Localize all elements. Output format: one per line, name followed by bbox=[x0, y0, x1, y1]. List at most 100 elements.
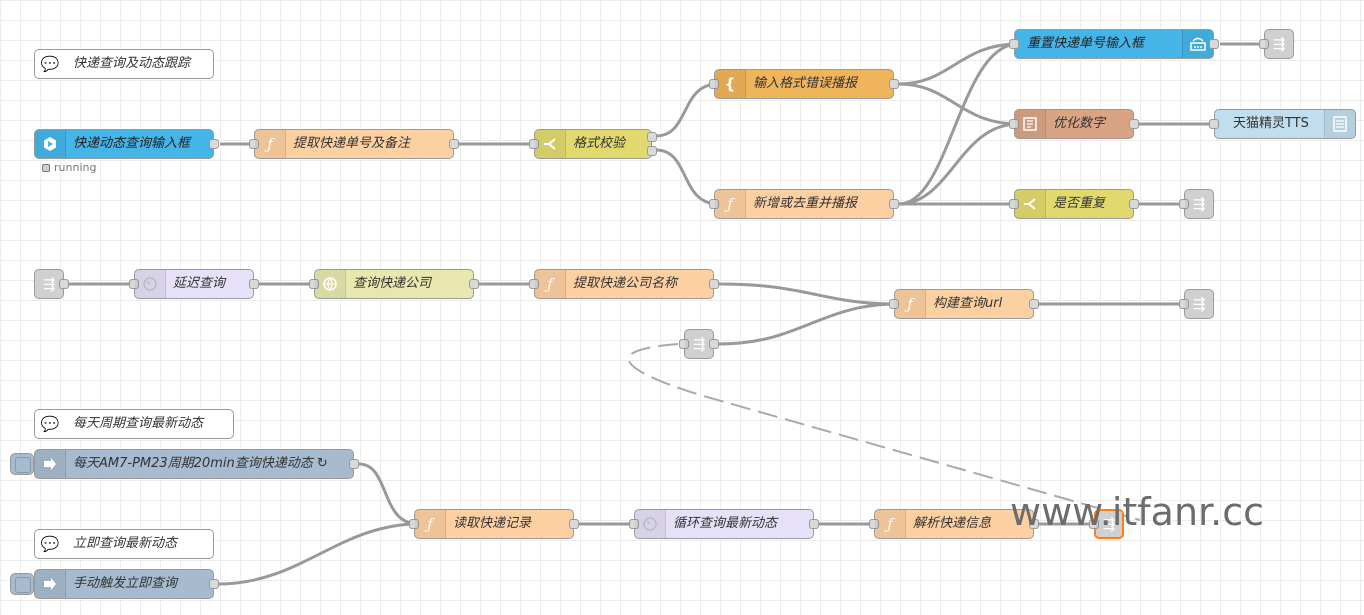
input-port[interactable] bbox=[1009, 199, 1019, 209]
wire bbox=[898, 82, 1019, 126]
link-out-node[interactable]: ⇶ bbox=[1179, 189, 1214, 219]
node-label: 新增或去重并播报 bbox=[753, 196, 858, 211]
output-port[interactable] bbox=[59, 279, 69, 289]
input-port[interactable] bbox=[1179, 199, 1189, 209]
switch-node[interactable]: 格式校验 bbox=[529, 129, 657, 159]
input-port[interactable] bbox=[529, 279, 539, 289]
output-port[interactable] bbox=[647, 132, 657, 142]
function-node[interactable]: ƒ 提取快递单号及备注 bbox=[249, 129, 459, 159]
comment-node[interactable]: 💬 每天周期查询最新动态 bbox=[34, 409, 234, 439]
output-port[interactable] bbox=[809, 519, 819, 529]
output-port[interactable] bbox=[889, 199, 899, 209]
output-port[interactable] bbox=[1029, 519, 1039, 529]
wire bbox=[898, 42, 1019, 206]
watermark-text: www.itfanr.cc bbox=[1010, 490, 1265, 534]
input-port[interactable] bbox=[409, 519, 419, 529]
template-icon bbox=[1015, 110, 1046, 138]
function-node[interactable]: ƒ 提取快递公司名称 bbox=[529, 269, 719, 299]
http-icon bbox=[315, 270, 346, 298]
link-out-node[interactable]: ⇶ bbox=[1179, 289, 1214, 319]
delay-node[interactable]: 循环查询最新动态 bbox=[629, 509, 819, 539]
input-port[interactable] bbox=[129, 279, 139, 289]
function-node[interactable]: ƒ 构建查询url bbox=[889, 289, 1039, 319]
comment-icon: 💬 bbox=[40, 55, 60, 73]
output-port[interactable] bbox=[469, 279, 479, 289]
inject-trigger-button[interactable] bbox=[10, 453, 34, 475]
input-port[interactable] bbox=[869, 519, 879, 529]
timer-icon bbox=[135, 270, 166, 298]
output-port[interactable] bbox=[349, 459, 359, 469]
inject-node[interactable]: 每天AM7-PM23周期20min查询快递动态 ↻ bbox=[34, 449, 359, 479]
output-port[interactable] bbox=[249, 279, 259, 289]
tts-node[interactable]: 天猫精灵TTS bbox=[1209, 109, 1356, 139]
node-label: 是否重复 bbox=[1053, 196, 1106, 211]
output-port[interactable] bbox=[709, 339, 719, 349]
function-node[interactable]: ƒ 新增或去重并播报 bbox=[709, 189, 899, 219]
link-arrow-icon: ⇶ bbox=[1265, 30, 1293, 58]
output-port[interactable] bbox=[1129, 199, 1139, 209]
http-request-node[interactable]: 查询快递公司 bbox=[309, 269, 479, 299]
input-port[interactable] bbox=[1209, 119, 1219, 129]
input-port[interactable] bbox=[1009, 39, 1019, 49]
node-label: 查询快递公司 bbox=[353, 276, 432, 291]
output-port[interactable] bbox=[209, 579, 219, 589]
delay-node[interactable]: 延迟查询 bbox=[129, 269, 259, 299]
tts-icon bbox=[1324, 110, 1355, 138]
comment-node[interactable]: 💬 快递查询及动态跟踪 bbox=[34, 49, 214, 79]
input-port[interactable] bbox=[309, 279, 319, 289]
link-in-node[interactable]: ⇶ bbox=[34, 269, 69, 299]
output-port[interactable] bbox=[709, 279, 719, 289]
node-label: 重置快递单号输入框 bbox=[1027, 36, 1145, 51]
input-port[interactable] bbox=[1259, 39, 1269, 49]
function-node[interactable]: ƒ 解析快递信息 bbox=[869, 509, 1039, 539]
input-port[interactable] bbox=[679, 339, 689, 349]
link-in-node[interactable]: ⇶ bbox=[679, 329, 719, 359]
input-port[interactable] bbox=[529, 139, 539, 149]
node-label: 延迟查询 bbox=[173, 276, 226, 291]
inject-icon bbox=[35, 570, 66, 598]
function-icon: ƒ bbox=[895, 290, 926, 318]
wire bbox=[655, 82, 719, 138]
input-port[interactable] bbox=[1009, 119, 1019, 129]
wire bbox=[718, 282, 899, 306]
comment-node[interactable]: 💬 立即查询最新动态 bbox=[34, 529, 214, 559]
inject-node[interactable]: 手动触发立即查询 bbox=[34, 569, 219, 599]
function-icon: ƒ bbox=[875, 510, 906, 538]
link-arrow-icon: ⇶ bbox=[685, 330, 713, 358]
output-port[interactable] bbox=[647, 146, 657, 156]
output-port[interactable] bbox=[449, 139, 459, 149]
function-node[interactable]: ƒ 读取快递记录 bbox=[409, 509, 579, 539]
input-port[interactable] bbox=[249, 139, 259, 149]
comment-icon: 💬 bbox=[40, 535, 60, 553]
input-port[interactable] bbox=[889, 299, 899, 309]
inject-trigger-button[interactable] bbox=[10, 573, 34, 595]
input-port[interactable] bbox=[709, 79, 719, 89]
template-node[interactable]: 优化数字 bbox=[1009, 109, 1139, 139]
template-node[interactable]: { 输入格式错误播报 bbox=[709, 69, 899, 99]
function-icon: ƒ bbox=[535, 270, 566, 298]
link-out-node[interactable]: ⇶ bbox=[1259, 29, 1294, 59]
link-out-node-selected[interactable]: ⇶ bbox=[1089, 509, 1124, 539]
status-text: running bbox=[54, 161, 97, 174]
output-port[interactable] bbox=[1129, 119, 1139, 129]
output-port[interactable] bbox=[209, 139, 219, 149]
switch-node[interactable]: 是否重复 bbox=[1009, 189, 1139, 219]
node-label: 输入格式错误播报 bbox=[753, 76, 858, 91]
output-port[interactable] bbox=[1209, 39, 1219, 49]
output-port[interactable] bbox=[1029, 299, 1039, 309]
output-port[interactable] bbox=[889, 79, 899, 89]
input-port[interactable] bbox=[1089, 519, 1099, 529]
ui-reset-node[interactable]: 重置快递单号输入框 bbox=[1009, 29, 1219, 59]
output-port[interactable] bbox=[569, 519, 579, 529]
wire bbox=[655, 148, 719, 206]
node-label: 天猫精灵TTS bbox=[1233, 116, 1309, 131]
input-port[interactable] bbox=[709, 199, 719, 209]
status-dot-icon bbox=[42, 163, 50, 172]
ui-text-input-node[interactable]: 快递动态查询输入框 bbox=[34, 129, 219, 159]
input-port[interactable] bbox=[629, 519, 639, 529]
link-wire bbox=[627, 343, 1141, 521]
wire bbox=[898, 42, 1019, 86]
node-label: 读取快递记录 bbox=[453, 516, 532, 531]
input-port[interactable] bbox=[1179, 299, 1189, 309]
